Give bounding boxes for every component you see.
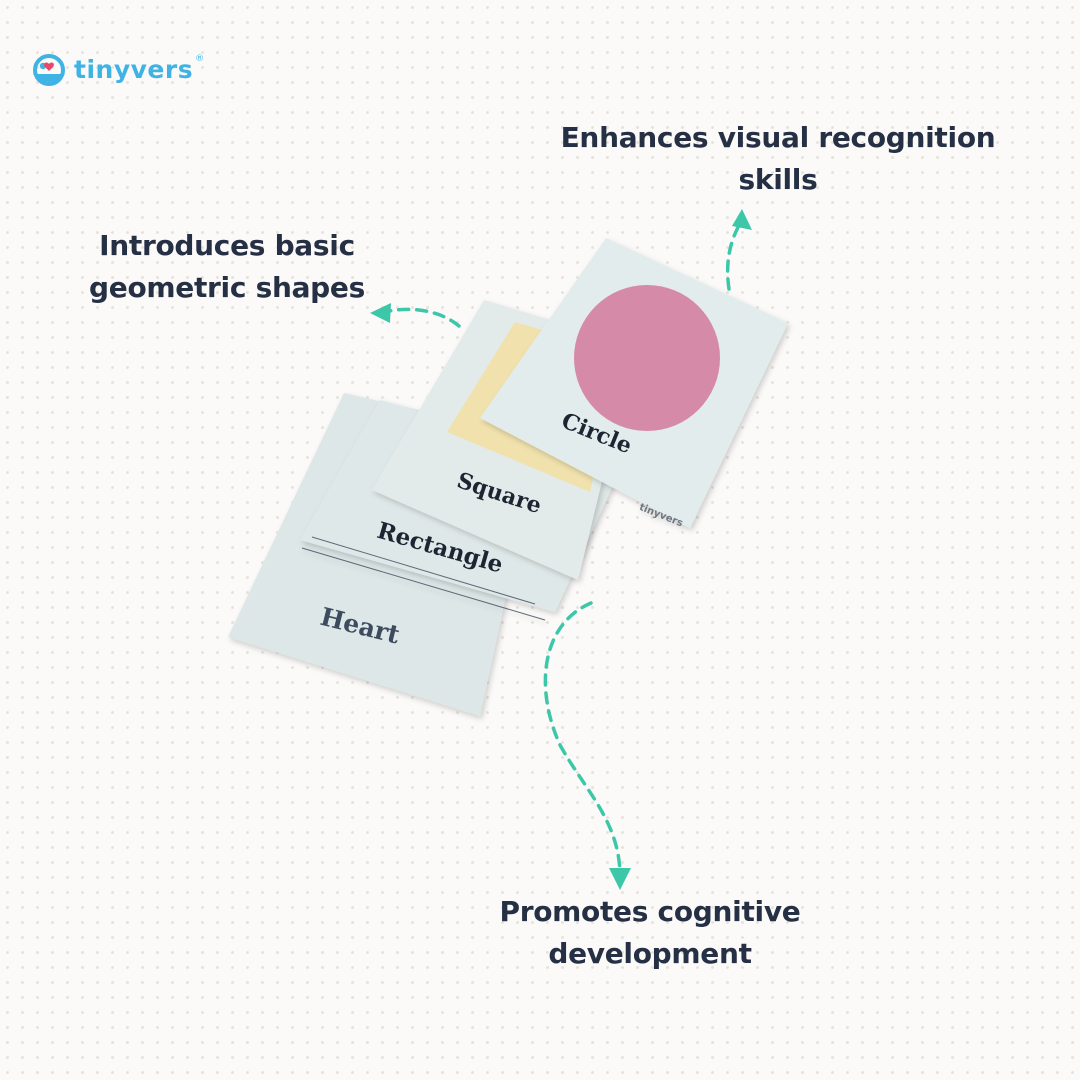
card-edge-line [301, 547, 546, 621]
arrow-geometric-shapes [370, 303, 461, 328]
registered-mark: ® [195, 54, 205, 64]
callout-line: Enhances visual recognition [560, 121, 996, 154]
arrow-head-icon [370, 303, 391, 323]
dashed-arrow-line [543, 601, 622, 874]
callout-visual-recognition: Enhances visual recognition skills [548, 117, 1008, 201]
circle-shape [574, 285, 720, 431]
callout-line: Introduces basic [99, 229, 355, 262]
arrow-head-icon [609, 868, 631, 890]
arrow-visual-recognition [725, 209, 752, 291]
logo-text: tinyvers [74, 54, 194, 84]
tinyvers-logo-icon [33, 54, 65, 86]
callout-geometric-shapes: Introduces basic geometric shapes [72, 225, 382, 309]
dashed-arrow-line [383, 307, 461, 328]
callout-line: geometric shapes [89, 271, 365, 304]
callout-line: development [548, 937, 752, 970]
arrow-cognitive-development [543, 601, 631, 890]
arrow-head-icon [732, 209, 752, 230]
callout-cognitive-development: Promotes cognitive development [480, 891, 820, 975]
circle-card: Circle tinyvers [480, 238, 788, 529]
brand-logo: tinyvers ® [30, 52, 204, 86]
card-edge-line [311, 536, 536, 605]
callout-line: skills [738, 163, 818, 196]
dashed-arrow-line [725, 218, 744, 291]
callout-line: Promotes cognitive [499, 895, 801, 928]
